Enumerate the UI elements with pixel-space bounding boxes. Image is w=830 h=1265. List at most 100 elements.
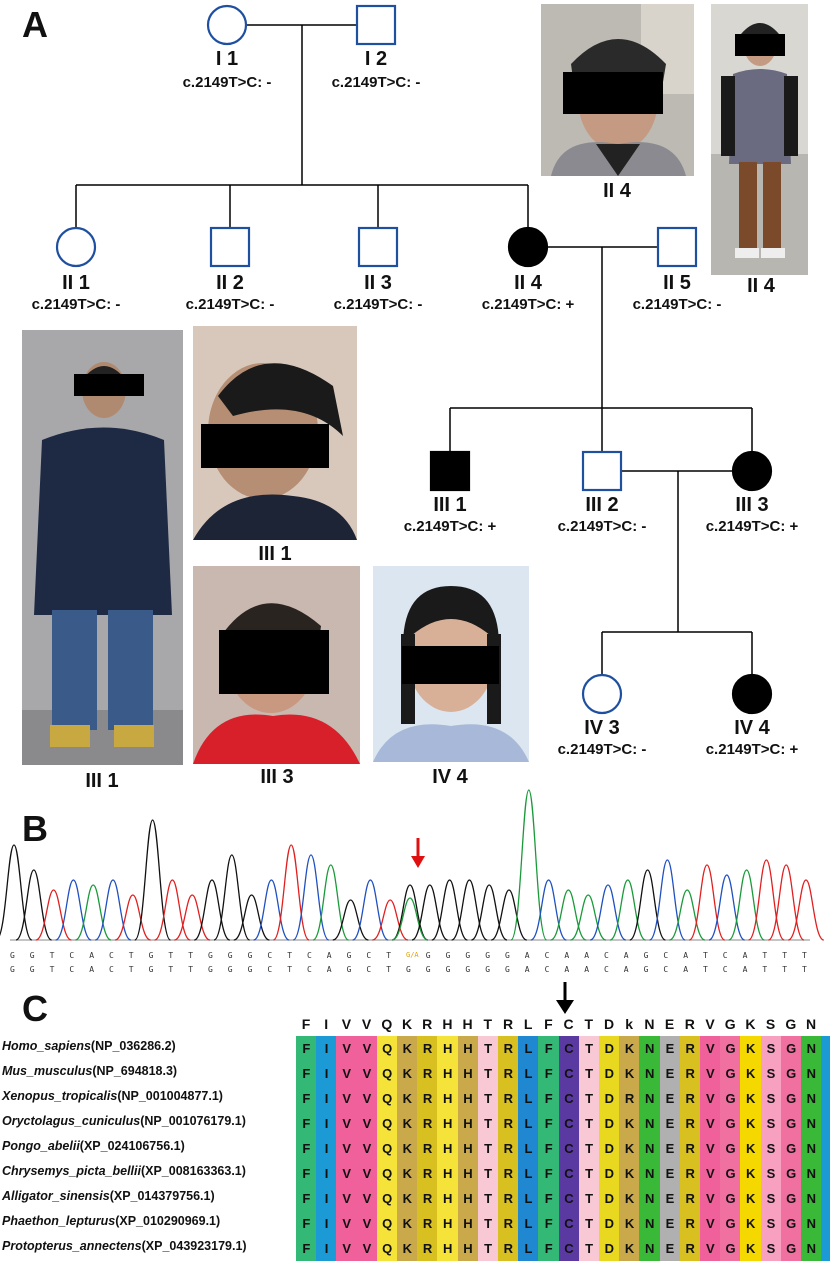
alignment-header-residue: F	[544, 1016, 553, 1032]
alignment-residue: K	[740, 1061, 762, 1086]
alignment-residue: N	[801, 1111, 822, 1136]
chromatogram-peak-22	[431, 879, 468, 941]
alignment-residue: N	[639, 1061, 661, 1086]
photo-ii4-body-censor	[735, 34, 785, 56]
species-name: Homo_sapiens	[2, 1039, 91, 1053]
sequence-base: A	[742, 965, 748, 974]
pedigree-genotype-iv4: c.2149T>C: +	[705, 741, 799, 758]
alignment-residue: V	[356, 1136, 378, 1161]
chromatogram-peak-10	[193, 879, 231, 941]
alignment-residue: V	[700, 1161, 721, 1186]
pedigree-symbol-ii5	[656, 226, 698, 268]
photo-iii1-profile-label: III 1	[258, 543, 292, 565]
alignment-residue: V	[356, 1186, 378, 1211]
sequence-base: A	[524, 965, 530, 974]
alignment-residue: F	[538, 1211, 560, 1236]
sequence-base: C	[544, 965, 550, 974]
sequence-base: T	[168, 951, 174, 960]
alignment-header-residue: V	[361, 1016, 372, 1032]
chromatogram-peak-36	[708, 874, 745, 941]
alignment-residue: T	[477, 1186, 499, 1211]
alignment-residue: G	[720, 1036, 741, 1061]
alignment-residue: Q	[376, 1236, 398, 1261]
alignment-residue: F	[296, 1136, 317, 1161]
sequence-base: C	[307, 951, 312, 960]
alignment-residue: N	[801, 1186, 822, 1211]
sequence-base: G	[29, 965, 35, 974]
alignment-residue: H	[457, 1061, 479, 1086]
alignment-residue: N	[801, 1236, 822, 1261]
alignment-header-residue: K	[401, 1016, 413, 1032]
alignment-residue: I	[316, 1111, 337, 1136]
alignment-residue: E	[659, 1236, 681, 1261]
photo-ii4-body	[711, 4, 808, 275]
sequence-base: C	[69, 965, 75, 974]
alignment-residue: N	[801, 1086, 822, 1111]
alignment-header-residue: E	[664, 1016, 675, 1032]
alignment-residue: R	[417, 1161, 438, 1186]
pedigree-symbol-i1	[206, 4, 248, 46]
photo-iii3	[193, 566, 360, 764]
panel-letter-b: B	[22, 808, 48, 849]
alignment-residue: G	[780, 1211, 802, 1236]
sequence-base: G	[227, 965, 233, 974]
alignment-residue: N	[639, 1111, 661, 1136]
mutation-arrow	[411, 838, 425, 868]
alignment-residue: I	[316, 1161, 337, 1186]
sequence-base: T	[782, 965, 788, 974]
alignment-header-residue: I	[324, 1016, 329, 1032]
pedigree-genotype-i2: c.2149T>C: -	[331, 74, 421, 91]
sequence-base: T	[762, 951, 768, 960]
chromatogram-peak-20-a	[391, 897, 429, 941]
pedigree-symbols	[55, 4, 773, 715]
alignment-header-residue: R	[684, 1016, 695, 1032]
chromatogram-peak-11	[213, 854, 251, 941]
alignment-residue: H	[437, 1136, 459, 1161]
alignment-residue: F	[538, 1111, 560, 1136]
alignment-residue: N	[801, 1136, 822, 1161]
sequence-base: G	[485, 951, 491, 960]
species-accession: (NP_001004877.1)	[117, 1089, 223, 1103]
alignment-residue: K	[619, 1236, 640, 1261]
alignment-residue: R	[679, 1086, 701, 1111]
chromatogram-peak-23	[451, 879, 488, 941]
alignment-residue: G	[720, 1086, 741, 1111]
alignment-residue: R	[417, 1036, 438, 1061]
alignment-header-residue: T	[584, 1016, 594, 1032]
alignment-residue: N	[639, 1186, 661, 1211]
alignment-residue: C	[558, 1061, 580, 1086]
sequence-base: T	[782, 951, 788, 960]
alignment-residue: V	[700, 1211, 721, 1236]
alignment-residue: D	[599, 1061, 620, 1086]
alignment-residue: R	[679, 1186, 701, 1211]
pedigree-symbol-iv3	[581, 673, 623, 715]
sequence-base: T	[188, 965, 194, 974]
alignment-residue: N	[639, 1236, 661, 1261]
alignment-residue: I	[821, 1161, 830, 1186]
alignment-residue: K	[740, 1161, 762, 1186]
species-label: Protopterus_annectens(XP_043923179.1)	[2, 1239, 247, 1253]
chromatogram-peak-9	[174, 894, 211, 941]
alignment-header-residue: R	[422, 1016, 433, 1032]
alignment-residue: K	[397, 1211, 418, 1236]
sequence-base: T	[802, 951, 807, 960]
alignment-residue: F	[538, 1061, 560, 1086]
panel-letter-c: C	[22, 988, 48, 1029]
pedigree-label-iii2: III 2	[585, 494, 619, 516]
sequence-base: A	[524, 951, 530, 960]
sequence-base: C	[267, 951, 273, 960]
alignment-residue: N	[801, 1161, 822, 1186]
panel-letter-a: A	[22, 4, 48, 45]
sequence-base: G	[148, 951, 154, 960]
species-name: Pongo_abelii	[2, 1139, 80, 1153]
alignment-residue: K	[740, 1236, 762, 1261]
sequence-base: G	[643, 965, 649, 974]
alignment-residue: V	[356, 1161, 378, 1186]
alignment-residue: R	[679, 1136, 701, 1161]
alignment-residue: K	[397, 1186, 418, 1211]
alignment-residue: I	[821, 1111, 830, 1136]
pedigree-genotype-ii1: c.2149T>C: -	[31, 296, 121, 313]
alignment-residue: K	[619, 1186, 640, 1211]
chromatogram-peak-2	[35, 889, 72, 941]
sequence-base: C	[544, 951, 550, 960]
